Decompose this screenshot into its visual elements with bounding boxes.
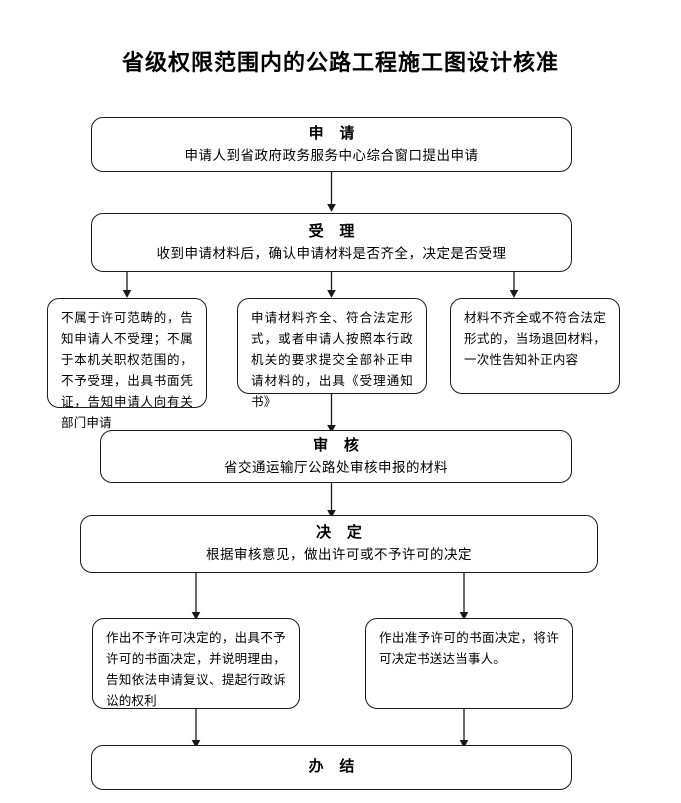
branch-returned-text: 材料不齐全或不符合法定形式的，当场退回材料，一次性告知补正内容	[464, 311, 606, 367]
node-review-heading: 审 核	[313, 437, 365, 454]
branch-accepted[interactable]: 申请材料齐全、符合法定形式，或者申请人按照本行政机关的要求提交全部补正申请材料的…	[237, 298, 427, 409]
branch-accepted-text: 申请材料齐全、符合法定形式，或者申请人按照本行政机关的要求提交全部补正申请材料的…	[251, 311, 413, 409]
node-review[interactable]: 审 核 省交通运输厅公路处审核申报的材料	[100, 430, 572, 483]
branch-denied-text: 作出不予许可决定的，出具不予许可的书面决定，并说明理由，告知依法申请复议、提起行…	[106, 631, 286, 708]
branch-not-accepted-text: 不属于许可范畴的，告知申请人不受理；不属于本机关职权范围的，不予受理，出具书面凭…	[61, 311, 193, 430]
node-apply-heading: 申 请	[308, 125, 361, 142]
node-accept[interactable]: 受 理 收到申请材料后，确认申请材料是否齐全，决定是否受理	[91, 213, 572, 272]
branch-denied[interactable]: 作出不予许可决定的，出具不予许可的书面决定，并说明理由，告知依法申请复议、提起行…	[92, 618, 300, 709]
node-finish[interactable]: 办 结	[91, 745, 572, 790]
node-decide[interactable]: 决 定 根据审核意见，做出许可或不予许可的决定	[80, 515, 598, 573]
node-decide-detail: 根据审核意见，做出许可或不予许可的决定	[206, 547, 472, 562]
node-accept-detail: 收到申请材料后，确认申请材料是否齐全，决定是否受理	[156, 245, 507, 261]
branch-granted[interactable]: 作出准予许可的书面决定，将许可决定书送达当事人。	[365, 618, 573, 709]
node-accept-heading: 受 理	[308, 223, 361, 240]
node-finish-heading: 办 结	[308, 759, 361, 775]
branch-not-accepted[interactable]: 不属于许可范畴的，告知申请人不受理；不属于本机关职权范围的，不予受理，出具书面凭…	[47, 298, 207, 430]
node-apply-detail: 申请人到省政府政务服务中心综合窗口提出申请	[184, 147, 479, 163]
node-review-detail: 省交通运输厅公路处审核申报的材料	[224, 459, 448, 475]
branch-granted-text: 作出准予许可的书面决定，将许可决定书送达当事人。	[379, 631, 559, 666]
branch-returned[interactable]: 材料不齐全或不符合法定形式的，当场退回材料，一次性告知补正内容	[450, 298, 620, 394]
page-title: 省级权限范围内的公路工程施工图设计核准	[121, 50, 559, 75]
node-decide-heading: 决 定	[316, 525, 368, 541]
node-apply[interactable]: 申 请 申请人到省政府政务服务中心综合窗口提出申请	[91, 117, 572, 172]
